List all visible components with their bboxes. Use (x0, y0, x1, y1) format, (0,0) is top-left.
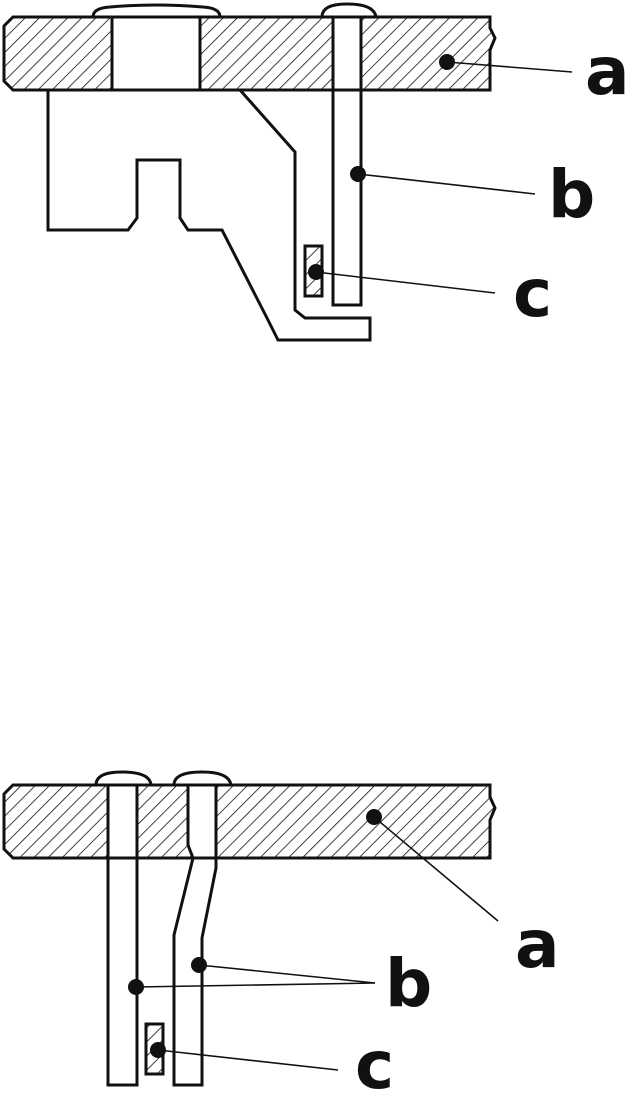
marker-a-top (439, 54, 455, 70)
pin-b-top (331, 88, 363, 307)
plate-a-top (2, 2, 497, 92)
plate-a-bottom (2, 770, 497, 860)
figure-bottom: a b c (2, 770, 560, 1093)
pin-b-straight (106, 856, 139, 1087)
leader-b-bottom-1 (135, 982, 376, 988)
marker-c-bottom (150, 1042, 166, 1058)
marker-c-top (308, 264, 324, 280)
leader-a-top (446, 61, 573, 73)
label-c-top: c (513, 255, 552, 332)
leader-b-top (357, 173, 536, 195)
leader-c-bottom (157, 1049, 339, 1071)
label-a-bottom: a (515, 906, 560, 983)
label-b-bottom: b (385, 945, 432, 1022)
label-b-top: b (548, 156, 595, 233)
leader-a-bottom (373, 816, 499, 922)
marker-b-bottom-1 (128, 979, 144, 995)
leader-b-bottom-2 (198, 964, 376, 984)
marker-b-top (350, 166, 366, 182)
bracket-body (46, 88, 372, 342)
marker-b-bottom-2 (191, 957, 207, 973)
leader-c-top (315, 271, 496, 294)
label-a-top: a (585, 33, 625, 110)
figure-top: a b c (2, 2, 625, 342)
marker-a-bottom (366, 809, 382, 825)
label-c-bottom: c (355, 1027, 394, 1093)
